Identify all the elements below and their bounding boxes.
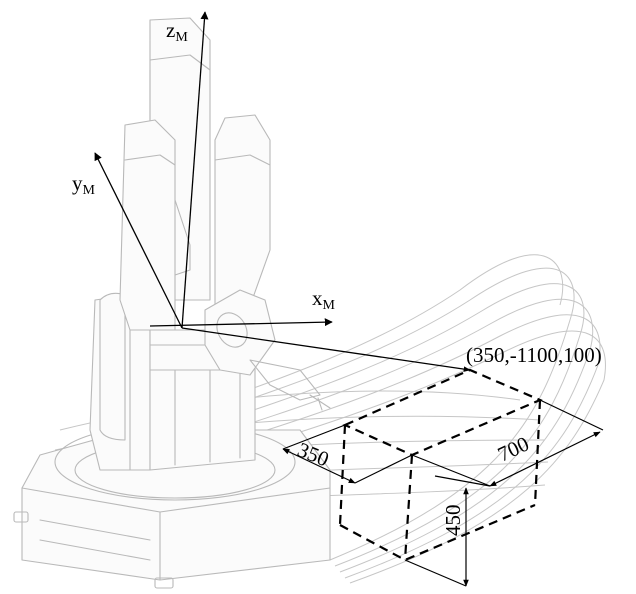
robot-arm [119, 17, 331, 411]
position-vector [181, 327, 471, 372]
target-point-label: (350,-1100,100) [466, 343, 602, 367]
dimension-lines [282, 399, 604, 587]
x-axis [149, 318, 333, 327]
y-axis [94, 152, 183, 329]
dimension-height-label: 450 [441, 505, 465, 537]
z-axis-label: zM [166, 18, 188, 45]
x-axis-label: xM [312, 286, 336, 313]
coordinate-axes [94, 11, 471, 372]
y-axis-label: yM [72, 171, 96, 198]
z-axis [181, 11, 209, 329]
